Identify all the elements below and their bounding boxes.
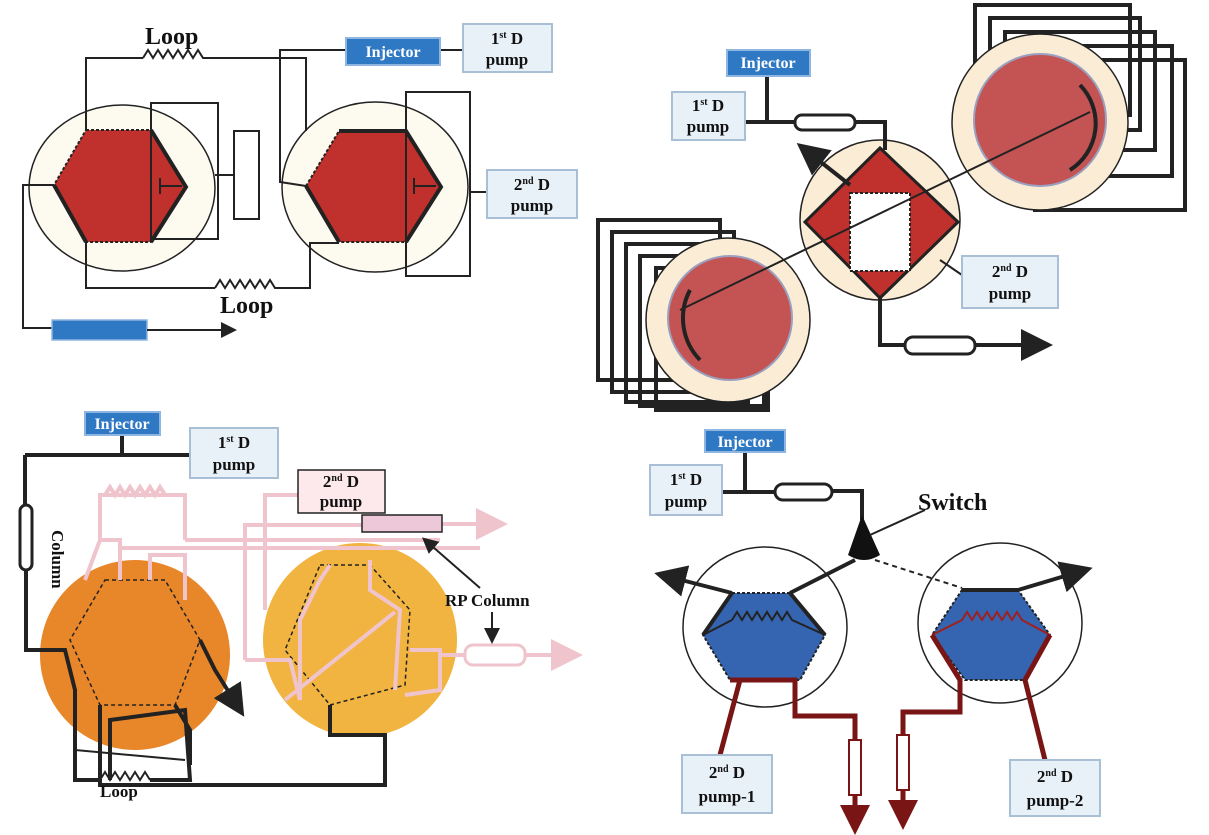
svg-text:2nd D: 2nd D — [992, 262, 1028, 281]
svg-text:2nd D: 2nd D — [514, 175, 550, 194]
svg-text:pump-1: pump-1 — [699, 787, 756, 806]
second-d-pump-1-box: 2nd D pump-1 — [681, 754, 773, 814]
svg-text:2nd D: 2nd D — [1037, 767, 1073, 786]
first-d-pump-box: 1st D pump — [189, 427, 279, 479]
black-plumbing — [18, 435, 387, 787]
second-d-pump-2-box: 2nd D pump-2 — [1009, 759, 1101, 817]
loop-label: Loop — [100, 782, 138, 801]
plumbing — [22, 48, 487, 341]
injector-box: Injector — [345, 37, 441, 66]
svg-text:pump: pump — [687, 117, 730, 136]
first-d-pump-box: 1st D pump — [649, 464, 723, 516]
plumbing — [745, 76, 1053, 361]
rp-column-label: RP Column — [445, 591, 530, 610]
loop-coil-icon — [731, 610, 826, 636]
first-d-pump-box: 1st D pump — [671, 91, 746, 141]
rp-column — [463, 643, 527, 667]
loop-label: Loop — [220, 293, 273, 319]
second-d-pump-box: 2nd D pump — [961, 255, 1059, 309]
injector-label: Injector — [94, 416, 149, 433]
svg-text:2nd D: 2nd D — [323, 472, 359, 491]
loop-label: Loop — [145, 24, 198, 50]
pink-plumbing — [83, 483, 583, 702]
injector-label: Injector — [740, 55, 795, 72]
switch-icon — [848, 515, 880, 560]
valve-left — [28, 104, 216, 272]
column — [18, 503, 34, 572]
rp-column — [361, 514, 443, 533]
first-d-pump-box: 1st D pump — [462, 23, 553, 73]
column — [793, 113, 857, 132]
valve-top-right — [951, 33, 1129, 211]
column-label: Column — [48, 530, 67, 589]
valve-bottom-left — [645, 237, 811, 403]
column — [903, 335, 977, 356]
second-d-pump-box: 2nd D pump — [486, 169, 578, 219]
column — [773, 482, 834, 502]
column — [848, 739, 862, 796]
second-d-pump-box: 2nd D pump — [297, 469, 386, 514]
valve-middle — [799, 139, 961, 301]
svg-text:1st D: 1st D — [491, 29, 523, 48]
panel-b: Injector 1st D pump 2nd D pump — [596, 3, 1187, 412]
injector-box: Injector — [84, 411, 161, 436]
injector-label: Injector — [365, 44, 420, 61]
loop-coil-icon — [931, 610, 1051, 636]
injector-label: Injector — [717, 434, 772, 451]
injector-box: Injector — [726, 49, 811, 77]
svg-text:pump: pump — [989, 284, 1032, 303]
svg-text:1st D: 1st D — [218, 433, 250, 452]
svg-text:pump: pump — [320, 492, 363, 511]
svg-text:1st D: 1st D — [692, 96, 724, 115]
column — [896, 734, 910, 791]
panel-c: Injector 1st D pump 2nd D pump Column RP… — [18, 411, 583, 801]
panel-a: Loop Loop Injector 1st D pump 2nd D pump — [22, 23, 578, 341]
panel-d: Switch Injector 1st D pump 2nd D pump-1 … — [649, 429, 1101, 835]
switch-label: Switch — [918, 490, 987, 516]
column — [51, 319, 148, 341]
svg-text:pump: pump — [665, 492, 708, 511]
loop-coil-icon — [214, 278, 280, 290]
svg-text:pump: pump — [213, 455, 256, 474]
loop-coil-icon — [142, 48, 208, 60]
plumbing — [654, 452, 1093, 835]
svg-text:pump-2: pump-2 — [1027, 791, 1084, 810]
injector-box: Injector — [704, 429, 786, 453]
loop-coil-icon — [103, 483, 167, 499]
svg-text:1st D: 1st D — [670, 470, 702, 489]
loop-coil-icon — [99, 770, 151, 782]
svg-text:pump: pump — [486, 50, 529, 69]
valve-orange — [40, 560, 230, 750]
svg-text:2nd D: 2nd D — [709, 763, 745, 782]
valve-right — [281, 101, 469, 273]
svg-text:pump: pump — [511, 196, 554, 215]
